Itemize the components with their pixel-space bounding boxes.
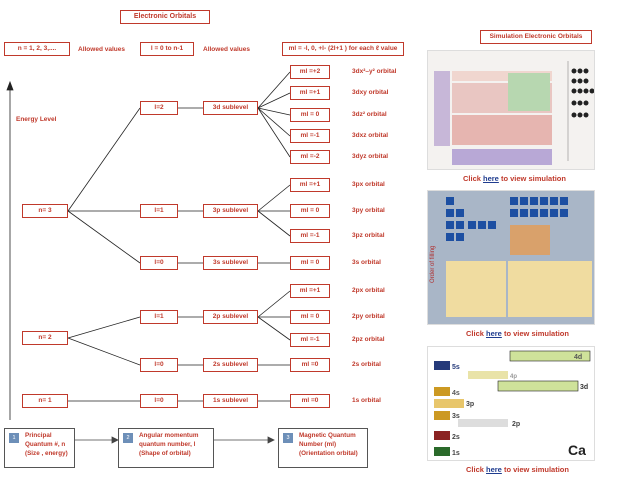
orbital-label: 3dxy orbital bbox=[352, 89, 389, 96]
simulation-image-order-of-filling[interactable]: Order of filling bbox=[427, 190, 595, 325]
l-values-box: l = 0 to n-1 bbox=[140, 42, 194, 56]
sublevel-1s: 1s sublevel bbox=[203, 394, 258, 408]
page-title: Electronic Orbitals bbox=[120, 10, 210, 24]
legend-number: 3 bbox=[283, 433, 293, 443]
simulation-image-periodic-table[interactable] bbox=[427, 50, 595, 170]
sublevel-2p: 2p sublevel bbox=[203, 310, 258, 324]
ml-box: ml = 0 bbox=[290, 310, 330, 324]
orbital-label: 2px orbital bbox=[352, 287, 385, 294]
block-label: 4d bbox=[574, 354, 582, 361]
orbital-label: 2s orbital bbox=[352, 361, 381, 368]
block-label: 4s bbox=[452, 390, 460, 397]
l-node: l=2 bbox=[140, 101, 178, 115]
ml-box: ml = 0 bbox=[290, 256, 330, 270]
l-node: l=0 bbox=[140, 256, 178, 270]
energy-level-label: Energy Level bbox=[16, 116, 57, 123]
legend-text: Principal Quantum #, n (Size , energy) bbox=[25, 432, 68, 457]
ml-box: ml =+1 bbox=[290, 178, 330, 192]
legend-magnetic: 3 Magnetic Quantum Number (ml) (Orientat… bbox=[278, 428, 368, 468]
legend-text: Magnetic Quantum Number (ml) (Orientatio… bbox=[299, 432, 358, 457]
orbital-label: 3pz orbital bbox=[352, 232, 385, 239]
ml-box: ml = 0 bbox=[290, 108, 330, 122]
legend-text: Angular momentum quantum number, l (Shap… bbox=[139, 432, 199, 457]
block-label: 3d bbox=[580, 384, 588, 391]
block-label: 3s bbox=[452, 413, 460, 420]
allowed-values-label: Allowed values bbox=[78, 46, 125, 53]
ml-box: ml =0 bbox=[290, 394, 330, 408]
block-label: 3p bbox=[466, 401, 474, 408]
sublevel-3p: 3p sublevel bbox=[203, 204, 258, 218]
legend-principal: 1 Principal Quantum #, n (Size , energy) bbox=[4, 428, 75, 468]
ml-box: ml =-1 bbox=[290, 333, 330, 347]
sublevel-3d: 3d sublevel bbox=[203, 101, 258, 115]
ml-box: ml =-1 bbox=[290, 229, 330, 243]
block-label: 2p bbox=[512, 421, 520, 428]
element-symbol: Ca bbox=[568, 442, 586, 458]
l-node: l=1 bbox=[140, 204, 178, 218]
l-node: l=1 bbox=[140, 310, 178, 324]
ml-box: ml =-2 bbox=[290, 150, 330, 164]
l-node: l=0 bbox=[140, 394, 178, 408]
orbital-label: 1s orbital bbox=[352, 397, 381, 404]
ml-values-box: ml = -l, 0, +l- (2l+1 ) for each ℓ value bbox=[282, 42, 404, 56]
orbital-label: 3s orbital bbox=[352, 259, 381, 266]
block-label: 4p bbox=[510, 374, 517, 380]
ml-box: ml =+2 bbox=[290, 65, 330, 79]
orbital-label: 3dxz orbital bbox=[352, 132, 389, 139]
svg-text:Order of filling: Order of filling bbox=[430, 246, 436, 283]
l-node: l=0 bbox=[140, 358, 178, 372]
ml-box: ml =+1 bbox=[290, 284, 330, 298]
n-values-box: n = 1, 2, 3,.... bbox=[4, 42, 70, 56]
orbital-label: 3px orbital bbox=[352, 181, 385, 188]
orbital-label: 3dz² orbital bbox=[352, 111, 387, 118]
simulation-caption: Click here to view simulation bbox=[466, 329, 569, 338]
sublevel-3s: 3s sublevel bbox=[203, 256, 258, 270]
legend-angular: 2 Angular momentum quantum number, l (Sh… bbox=[118, 428, 214, 468]
simulation-link[interactable]: here bbox=[483, 174, 499, 183]
orbital-label: 3dyz orbital bbox=[352, 153, 389, 160]
simulation-link[interactable]: here bbox=[486, 465, 502, 474]
simulation-image-energy-blocks[interactable]: 4d 5s 4p 3d 4s 3p 3s 2p 2s 1s Ca bbox=[427, 346, 595, 461]
block-label: 1s bbox=[452, 450, 460, 457]
simulation-caption: Click here to view simulation bbox=[463, 174, 566, 183]
orbital-label: 3dx²–y² orbital bbox=[352, 68, 397, 75]
legend-number: 2 bbox=[123, 433, 133, 443]
sublevel-2s: 2s sublevel bbox=[203, 358, 258, 372]
n1-node: n= 1 bbox=[22, 394, 68, 408]
simulation-link[interactable]: here bbox=[486, 329, 502, 338]
orbital-label: 2py orbital bbox=[352, 313, 385, 320]
ml-box: ml = 0 bbox=[290, 204, 330, 218]
simulation-title: Simulation Electronic Orbitals bbox=[480, 30, 592, 44]
n3-node: n= 3 bbox=[22, 204, 68, 218]
legend-number: 1 bbox=[9, 433, 19, 443]
n2-node: n= 2 bbox=[22, 331, 68, 345]
orbital-label: 2pz orbital bbox=[352, 336, 385, 343]
block-label: 2s bbox=[452, 434, 460, 441]
block-label: 5s bbox=[452, 364, 460, 371]
allowed-values-label: Allowed values bbox=[203, 46, 250, 53]
ml-box: ml =+1 bbox=[290, 86, 330, 100]
orbital-label: 3py orbital bbox=[352, 207, 385, 214]
simulation-caption: Click here to view simulation bbox=[466, 465, 569, 474]
ml-box: ml =0 bbox=[290, 358, 330, 372]
ml-box: ml =-1 bbox=[290, 129, 330, 143]
